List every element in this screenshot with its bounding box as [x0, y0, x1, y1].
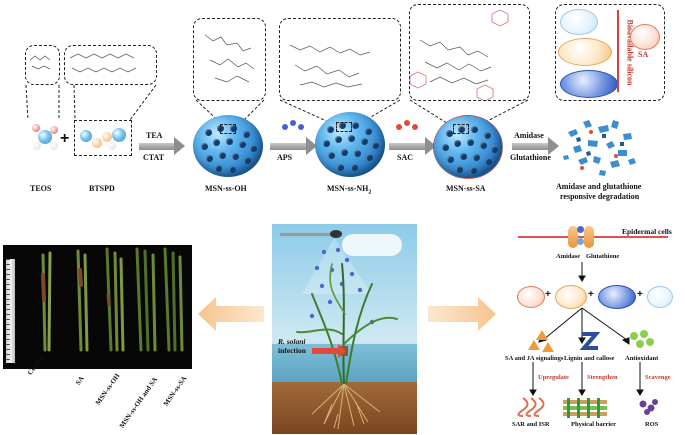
channel-bead — [577, 238, 584, 245]
btspd-label: BTSPD — [89, 184, 115, 193]
sample-label-msn-oh: MSN-ss-OH — [94, 372, 122, 407]
msn-ss-oh-label: MSN-ss-OH — [205, 184, 247, 193]
aps-dot — [298, 124, 304, 130]
sac-dot — [404, 120, 410, 126]
plant-scene: R. solani infection — [272, 224, 417, 434]
arrow-step1 — [139, 143, 175, 150]
msn-oh-pore-box — [220, 124, 236, 134]
soil — [272, 382, 417, 434]
plus-sign: + — [60, 130, 70, 147]
amine-molecule-bubble — [598, 285, 636, 309]
step4-below-label: Glutathione — [510, 153, 551, 162]
arrow-step2 — [270, 143, 307, 150]
arrow-step4 — [512, 143, 549, 150]
arrow-step3 — [389, 143, 426, 150]
mechanism-arrows — [529, 262, 644, 396]
channel-bead — [577, 226, 584, 233]
cloud — [342, 234, 402, 256]
arrow-step4-head — [548, 137, 559, 155]
plus-sign: + — [637, 289, 643, 300]
rice-stem-photo — [3, 245, 192, 369]
plus-sign: + — [588, 289, 594, 300]
sa-bubble — [630, 24, 660, 50]
infection-label: R. solani infection — [278, 337, 306, 355]
sac-dot — [412, 124, 418, 130]
degradation-label-line2: responsive degradation — [560, 192, 640, 201]
step3-above-label: SAC — [397, 153, 414, 162]
btspd-molecule — [78, 124, 130, 154]
epidermal-cells-label: Epidermal cells — [622, 227, 672, 236]
msn-nh2-pore-box — [336, 122, 352, 132]
pathway-antioxidant-label: Antioxidant — [625, 355, 659, 362]
bioavailable-silicon-box — [555, 4, 665, 101]
amidase-label: Amidase — [556, 253, 581, 260]
sa-tag-label: SA — [638, 50, 649, 59]
msn-ss-nh2-label: MSN-ss-NH2 — [327, 184, 371, 196]
aps-dot — [290, 120, 296, 126]
rice-stems — [41, 247, 184, 352]
arrow-to-mechanism — [428, 297, 496, 331]
degraded-fragments — [563, 120, 636, 176]
arrow-step3-head — [425, 137, 436, 155]
btspd-molecule-box — [74, 120, 132, 156]
btspd-zoom-box — [64, 45, 157, 85]
diol-molecule-bubble — [555, 285, 587, 309]
result-sar-isr-label: SAR and ISR — [512, 421, 550, 428]
glutathione-label: Glutathione — [586, 253, 620, 260]
action-upregulate-label: Upregulate — [538, 374, 569, 381]
msn-sa-zoom-box — [409, 4, 530, 101]
msn-ss-oh-sphere — [193, 115, 263, 177]
msn-nh2-zoom-box — [279, 18, 401, 101]
degradation-label-line1: Amidase and glutathione — [556, 182, 642, 191]
action-strengthen-label: Strengthen — [587, 374, 618, 381]
bioavailable-divider — [617, 10, 619, 92]
diol-bubble — [558, 38, 612, 66]
step1-below-label: CTAT — [143, 153, 165, 162]
msn-oh-zoom-box — [193, 18, 266, 101]
step1-above-label: TEA — [146, 131, 163, 140]
pathogen-name: R. solani — [278, 337, 306, 346]
step4-above-label: Amidase — [514, 131, 544, 140]
silicic-acid-bubble — [560, 9, 598, 35]
msn-ss-sa-label: MSN-ss-SA — [446, 184, 486, 193]
amine-bubble — [560, 70, 618, 98]
infection-word: infection — [278, 346, 306, 355]
silicic-molecule-bubble — [647, 286, 673, 308]
result-physical-barrier-label: Physical barrier — [571, 421, 616, 428]
aps-dot — [282, 124, 288, 130]
channel-protein-left — [568, 226, 578, 248]
sac-dot — [396, 124, 402, 130]
msn-ss-nh2-subscript: 2 — [368, 189, 372, 196]
plus-sign: + — [545, 289, 551, 300]
sample-label-msn-sa: MSN-ss-SA — [162, 374, 189, 408]
pathway-lignin-label: Lignin and callose — [564, 355, 615, 362]
arrow-step2-head — [306, 137, 317, 155]
ruler — [6, 259, 15, 363]
pathway-sa-ja-label: SA and JA signalings — [505, 355, 564, 362]
sample-label-msn-oh-sa: MSN-ss-OH and SA — [118, 375, 160, 430]
arrow-to-photo — [198, 297, 264, 331]
teos-zoom-box — [25, 45, 60, 85]
sa-molecule-bubble — [517, 286, 545, 308]
teos-label: TEOS — [30, 184, 52, 193]
result-icons — [517, 397, 658, 418]
action-scavenge-label: Scavenge — [645, 374, 671, 381]
bioavailable-silicon-label: Bioavailable silicon — [625, 19, 635, 86]
teos-molecule — [30, 122, 60, 152]
channel-protein-right — [584, 226, 594, 248]
pathway-icons — [528, 330, 654, 352]
msn-ss-nh2-text: MSN-ss-NH — [327, 184, 369, 193]
msn-sa-pore-box — [453, 124, 469, 134]
arrow-step1-head — [174, 137, 185, 155]
sample-label-sa: SA — [74, 374, 86, 387]
plant-illustration — [280, 230, 398, 430]
result-ros-label: ROS — [645, 421, 659, 428]
step2-above-label: APS — [277, 153, 293, 162]
